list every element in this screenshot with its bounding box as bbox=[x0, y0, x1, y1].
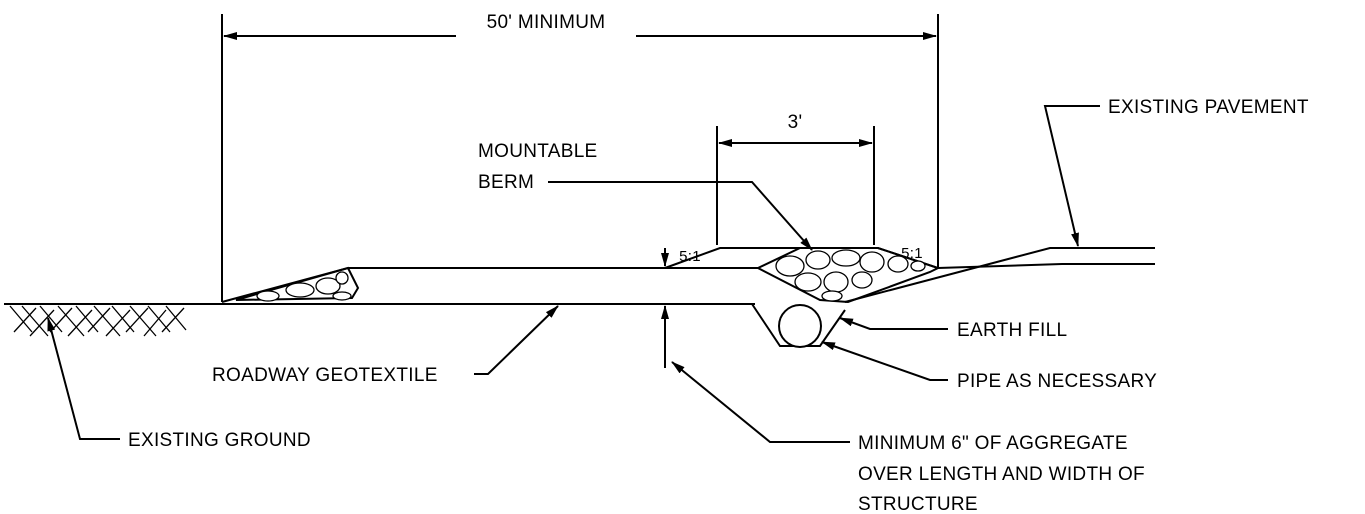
mountable-berm-label-line2: BERM bbox=[478, 172, 534, 193]
pavement-top-line bbox=[844, 247, 1155, 303]
earth-fill-and-pipe bbox=[751, 303, 846, 348]
pipe-leader bbox=[821, 341, 948, 381]
ground-hatch bbox=[9, 305, 187, 337]
earth-fill-leader bbox=[839, 317, 948, 330]
aggregate-label-line2: OVER LENGTH AND WIDTH OF bbox=[858, 464, 1145, 485]
pavement-bottom-line bbox=[937, 263, 1155, 269]
earth-fill-label: EARTH FILL bbox=[957, 320, 1067, 341]
pipe-circle bbox=[778, 304, 822, 348]
overall-dimension: 50' MINIMUM bbox=[221, 12, 939, 302]
aggregate-leader bbox=[671, 361, 850, 443]
mountable-berm-leader bbox=[548, 181, 813, 251]
berm-stone-fill bbox=[755, 247, 941, 304]
left-stone-fill bbox=[235, 266, 360, 302]
existing-pavement-label: EXISTING PAVEMENT bbox=[1108, 97, 1309, 118]
roadway-geotextile-label: ROADWAY GEOTEXTILE bbox=[212, 365, 438, 386]
existing-ground-label: EXISTING GROUND bbox=[128, 430, 311, 451]
berm-width-label: 3' bbox=[788, 112, 803, 133]
aggregate-label-line3: STRUCTURE bbox=[858, 494, 978, 514]
existing-ground-leader bbox=[47, 317, 120, 440]
existing-pavement-leader bbox=[1043, 105, 1100, 247]
pipe-label: PIPE AS NECESSARY bbox=[957, 371, 1157, 392]
existing-ground bbox=[4, 303, 755, 337]
existing-pavement bbox=[844, 247, 1155, 303]
berm-width-dimension: 3' bbox=[716, 112, 875, 245]
slope-right-label: 5:1 bbox=[901, 245, 923, 262]
overall-length-label: 50' MINIMUM bbox=[487, 12, 606, 33]
roadway-geotextile-leader bbox=[474, 305, 559, 375]
slope-left-label: 5:1 bbox=[679, 248, 701, 265]
aggregate-label-line1: MINIMUM 6" OF AGGREGATE bbox=[858, 433, 1128, 454]
aggregate-pad bbox=[221, 247, 941, 304]
mountable-berm-label-line1: MOUNTABLE bbox=[478, 141, 598, 162]
